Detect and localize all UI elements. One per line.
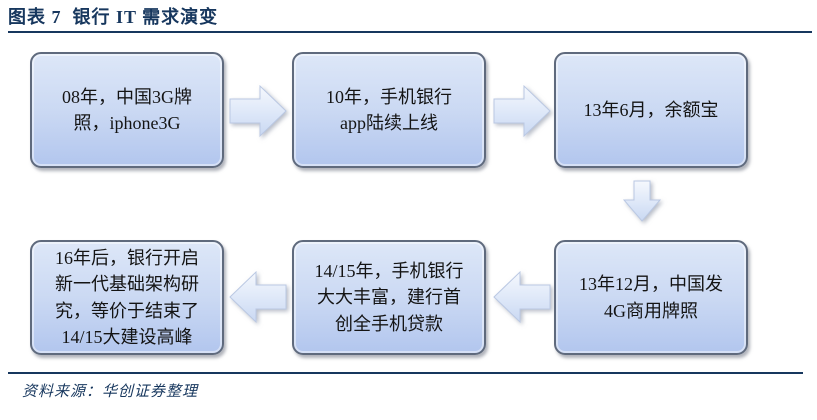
flow-step-3-label: 13年6月，余额宝 (583, 99, 719, 120)
arrow-left-icon (493, 270, 551, 324)
flow-step-4-label: 13年12月，中国发 4G商用牌照 (579, 274, 723, 321)
flow-step-6-new-architecture: 16年后，银行开启 新一代基础架构研 究，等价于结束了 14/15大建设高峰 (30, 240, 224, 355)
flow-step-2-mobile-banking-apps: 10年，手机银行 app陆续上线 (292, 52, 486, 168)
figure-title: 图表 7 银行 IT 需求演变 (8, 7, 219, 27)
footer-divider (8, 372, 803, 374)
flow-step-2-label: 10年，手机银行 app陆续上线 (326, 86, 452, 133)
arrow-down-icon (622, 180, 662, 222)
flow-step-5-label: 14/15年，手机银行 大大丰富，建行首 创全手机贷款 (314, 261, 464, 334)
arrow-right-icon (493, 84, 551, 138)
flow-step-1-label: 08年，中国3G牌 照，iphone3G (62, 86, 192, 133)
title-divider (8, 31, 812, 33)
flow-step-3-yuebao: 13年6月，余额宝 (554, 52, 748, 168)
source-note: 资料来源：华创证券整理 (22, 384, 199, 400)
arrow-left-icon (229, 270, 287, 324)
flow-step-5-mobile-banking-rich: 14/15年，手机银行 大大丰富，建行首 创全手机贷款 (292, 240, 486, 355)
arrow-right-icon (229, 84, 287, 138)
flow-step-4-4g-license: 13年12月，中国发 4G商用牌照 (554, 240, 748, 355)
flow-step-1-3g-license: 08年，中国3G牌 照，iphone3G (30, 52, 224, 168)
flow-step-6-label: 16年后，银行开启 新一代基础架构研 究，等价于结束了 14/15大建设高峰 (55, 248, 199, 347)
